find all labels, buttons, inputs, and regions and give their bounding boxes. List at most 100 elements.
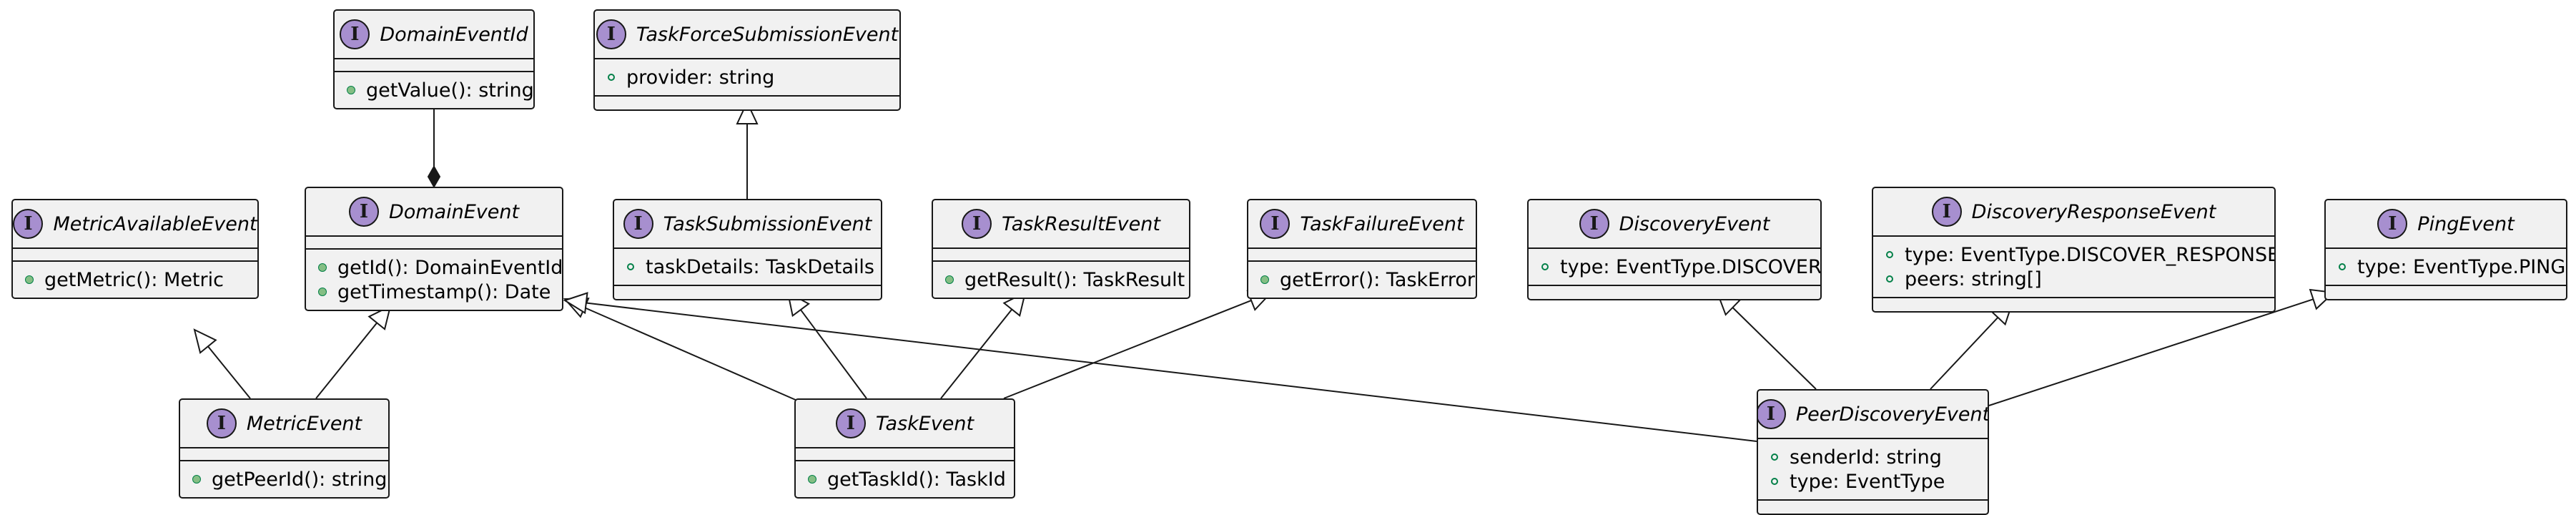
method-signature: getTaskId(): TaskId (827, 468, 1006, 491)
class-name: TaskEvent (875, 412, 974, 435)
interface-icon: I (348, 197, 379, 227)
interface-icon: I (2377, 209, 2408, 239)
public-field-icon (605, 74, 618, 81)
class-name: DomainEventId (380, 23, 528, 46)
interface-icon: I (623, 209, 653, 239)
interface-icon: I (596, 19, 626, 49)
class-header: I MetricEvent (180, 400, 388, 448)
class-header: I TaskSubmissionEvent (614, 200, 881, 249)
public-method-icon (1258, 275, 1271, 284)
fields-compartment (335, 59, 533, 72)
class-name: MetricEvent (246, 412, 362, 435)
relation-peer-discovery-event-to-discovery-response-event (1930, 300, 2014, 390)
class-name: PingEvent (2417, 212, 2515, 235)
field-signature: type: EventType.DISCOVER_RESPONSE (1905, 243, 2276, 266)
methods-compartment (595, 97, 899, 109)
class-header: I DomainEvent (306, 188, 562, 237)
inheritance-arrowhead (563, 292, 588, 315)
interface-icon: I (835, 408, 866, 438)
method-signature: getMetric(): Metric (44, 268, 224, 291)
methods-compartment (1529, 286, 1820, 299)
field-signature: type: EventType.DISCOVER (1560, 255, 1822, 278)
field-row: senderId: string (1768, 445, 1978, 469)
method-row: getResult(): TaskResult (943, 268, 1185, 292)
class-task-submission-event[interactable]: I TaskSubmissionEvent taskDetails: TaskDet… (613, 199, 882, 300)
class-metric-event[interactable]: I MetricEvent getPeerId(): string (179, 398, 390, 499)
field-row: type: EventType.PING (2336, 255, 2565, 279)
class-name: DomainEvent (388, 200, 520, 223)
fields-compartment: provider: string (595, 59, 899, 97)
field-row: provider: string (605, 65, 889, 89)
public-field-icon (1768, 453, 1781, 461)
class-name: TaskForceSubmissionEvent (636, 23, 899, 46)
fields-compartment (1248, 249, 1476, 262)
public-field-icon (1883, 251, 1896, 258)
class-header: I PingEvent (2326, 200, 2566, 249)
class-discovery-event[interactable]: I DiscoveryEvent type: EventType.DISCOVER (1527, 199, 1822, 300)
class-name: TaskSubmissionEvent (663, 212, 872, 235)
relation-peer-discovery-event-to-discovery-event (1716, 291, 1817, 390)
class-name: DiscoveryEvent (1619, 212, 1770, 235)
inheritance-arrowhead (193, 328, 217, 354)
methods-compartment (1873, 298, 2274, 311)
interface-icon: I (206, 408, 237, 438)
method-signature: getTimestamp(): Date (337, 280, 551, 303)
method-row: getError(): TaskError (1258, 268, 1475, 292)
field-row: peers: string[] (1883, 267, 2264, 291)
class-header: I TaskForceSubmissionEvent (595, 11, 899, 59)
methods-compartment (614, 286, 881, 299)
relation-task-event-to-task-submission-event (786, 291, 867, 399)
fields-compartment (180, 448, 388, 461)
public-method-icon (345, 86, 357, 94)
methods-compartment: getError(): TaskError (1248, 262, 1476, 298)
class-name: TaskResultEvent (1002, 212, 1160, 235)
fields-compartment: type: EventType.DISCOVER (1529, 249, 1820, 286)
methods-compartment: getMetric(): Metric (13, 262, 257, 298)
class-task-event[interactable]: I TaskEvent getTaskId(): TaskId (794, 398, 1015, 499)
interface-icon: I (962, 209, 992, 239)
field-signature: senderId: string (1790, 446, 1942, 469)
interface-icon: I (1579, 209, 1609, 239)
fields-compartment (796, 448, 1014, 461)
interface-icon: I (1758, 399, 1786, 429)
class-header: I TaskResultEvent (933, 200, 1189, 249)
field-row: type: EventType.DISCOVER (1539, 255, 1820, 279)
class-name: PeerDiscoveryEvent (1795, 403, 1989, 426)
inheritance-arrowhead (367, 305, 392, 330)
field-signature: provider: string (626, 66, 775, 89)
class-task-force-submission-event[interactable]: I TaskForceSubmissionEvent provider: strin… (593, 9, 901, 111)
methods-compartment (2326, 286, 2566, 299)
field-row: type: EventType.DISCOVER_RESPONSE (1883, 242, 2274, 267)
method-row: getTimestamp(): Date (316, 280, 552, 304)
method-signature: getId(): DomainEventId (337, 256, 563, 279)
relation-metric-event-to-metric-available-event (193, 328, 251, 399)
class-task-result-event[interactable]: I TaskResultEvent getResult(): TaskResult (932, 199, 1190, 299)
field-row: taskDetails: TaskDetails (624, 255, 874, 279)
methods-compartment: getPeerId(): string (180, 461, 388, 497)
interface-icon: I (340, 19, 370, 49)
public-method-icon (943, 275, 956, 284)
class-ping-event[interactable]: I PingEvent type: EventType.PING (2324, 199, 2567, 300)
method-signature: getValue(): string (366, 79, 534, 102)
public-method-icon (806, 475, 819, 484)
class-domain-event-id[interactable]: I DomainEventId getValue(): string (333, 9, 535, 109)
public-method-icon (23, 275, 36, 284)
class-header: I TaskEvent (796, 400, 1014, 448)
field-signature: taskDetails: TaskDetails (646, 255, 874, 278)
public-field-icon (2336, 263, 2349, 270)
relation-task-event-to-task-result-event (940, 291, 1027, 399)
class-name: MetricAvailableEvent (53, 212, 257, 235)
interface-icon: I (1260, 209, 1291, 239)
relation-task-event-to-task-failure-event (1003, 290, 1273, 399)
